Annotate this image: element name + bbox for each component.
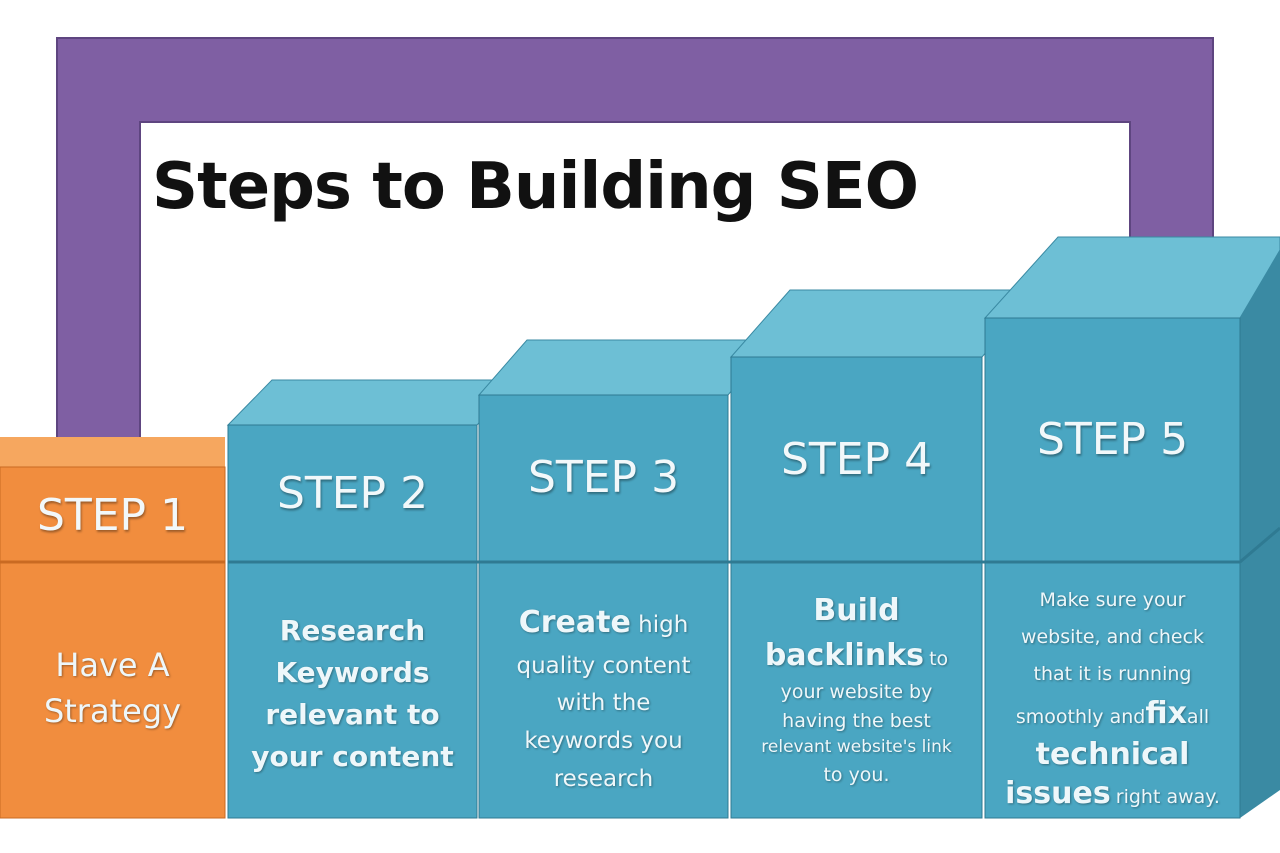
desc-line: relevant to [265, 698, 440, 731]
step4-description: Build backlinks to your website by havin… [731, 588, 982, 789]
desc-line: keywords you [524, 728, 683, 755]
desc-emphasis: backlinks [764, 638, 924, 673]
step5-top [983, 236, 1280, 319]
desc-line: Make sure your [1039, 589, 1186, 611]
desc-line: research [553, 766, 654, 793]
desc-emphasis: fix [1145, 696, 1187, 732]
desc-text: all [1186, 706, 1210, 729]
desc-emphasis: Build [813, 593, 900, 628]
desc-line: relevant website's link [761, 737, 952, 757]
step5-label: STEP 5 [1036, 414, 1189, 465]
desc-line: Keywords [275, 656, 430, 689]
desc-line: to you. [823, 763, 890, 786]
step3-label: STEP 3 [527, 452, 680, 503]
step4-label: STEP 4 [780, 434, 933, 485]
desc-line: website, and check [1020, 626, 1205, 649]
desc-emphasis: Create [518, 605, 631, 640]
desc-line: your website by [780, 681, 933, 703]
desc-line: having the best [782, 709, 931, 732]
step2-description: Research Keywords relevant to your conte… [228, 610, 477, 778]
desc-text: to [929, 648, 949, 670]
desc-line: with the [556, 690, 651, 717]
step2-front [227, 424, 478, 819]
desc-line: that it is running [1033, 663, 1192, 686]
desc-emphasis: issues [1005, 776, 1111, 812]
desc-emphasis: technical [1035, 737, 1190, 773]
desc-text: smoothly and [1015, 706, 1146, 729]
desc-line: quality content [516, 652, 691, 679]
step1-top [0, 437, 225, 467]
step3-front [478, 394, 729, 819]
step4-front [730, 356, 983, 819]
step1-label: STEP 1 [36, 490, 189, 541]
desc-line: Strategy [43, 692, 182, 731]
desc-line: Research [279, 614, 426, 647]
page-title: Steps to Building SEO [152, 150, 919, 224]
step5-front [984, 317, 1241, 819]
step5-side [1240, 250, 1280, 818]
desc-text: right away. [1115, 786, 1220, 809]
desc-line: your content [251, 740, 454, 773]
step1-description: Have A Strategy [0, 642, 225, 735]
step2-top [226, 379, 522, 426]
step2-label: STEP 2 [276, 468, 429, 519]
desc-line: Have A [55, 646, 170, 684]
step1-front [0, 466, 226, 819]
desc-text: high [638, 612, 689, 638]
step5-description: Make sure your website, and check that i… [985, 582, 1240, 813]
step3-description: Create high quality content with the key… [479, 598, 728, 799]
